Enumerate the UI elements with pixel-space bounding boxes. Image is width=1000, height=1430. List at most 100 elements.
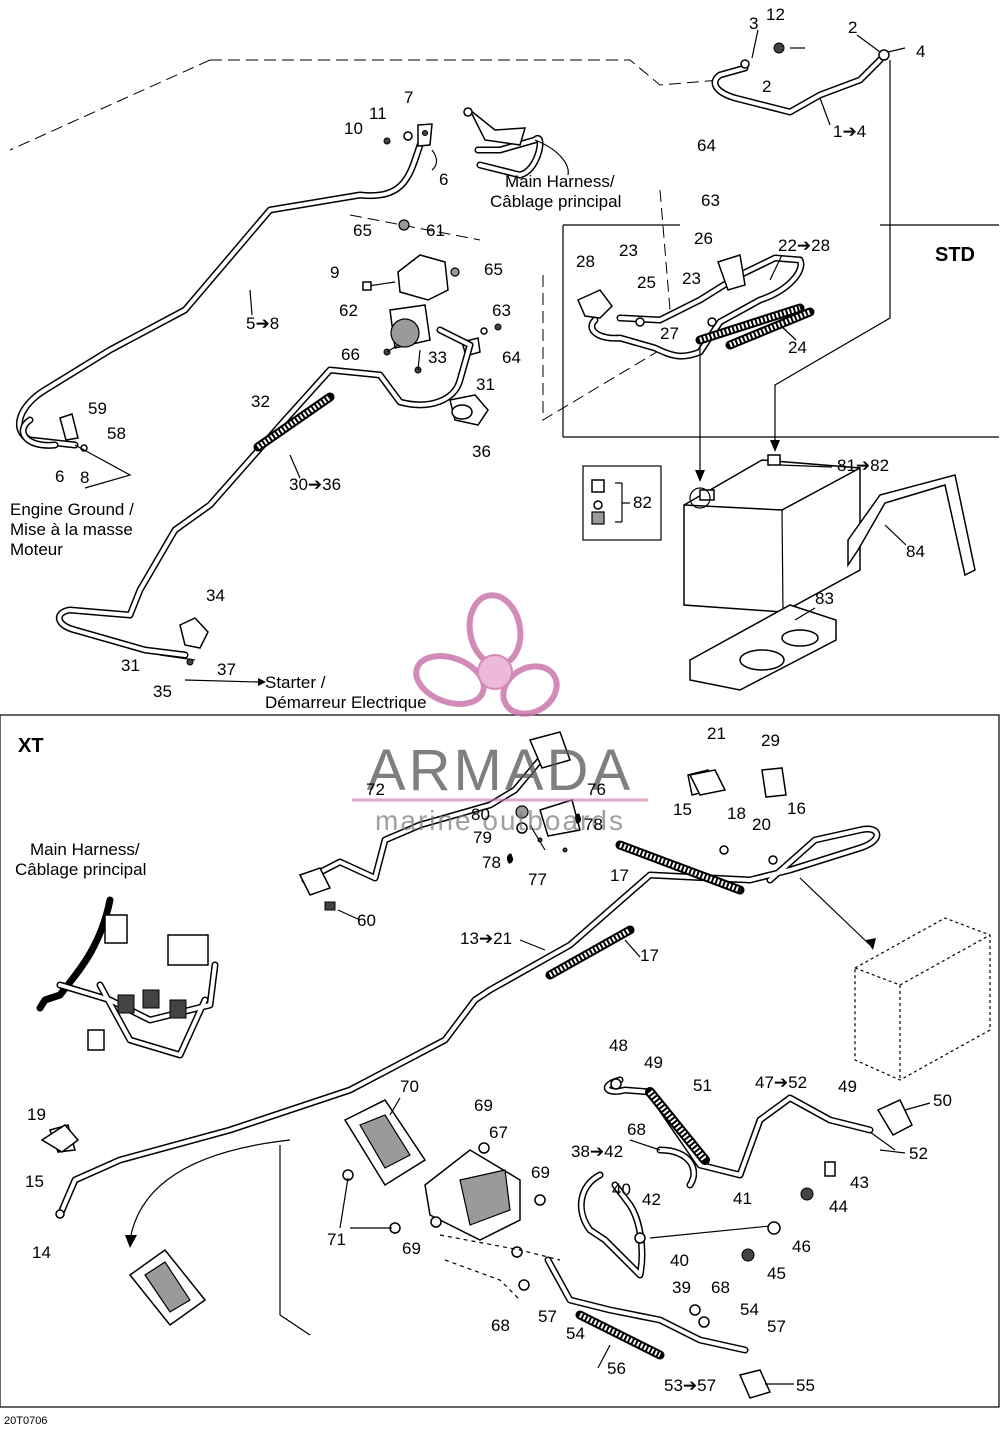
callout-label: 62 <box>339 301 358 320</box>
cable-47-52 <box>604 1076 913 1179</box>
callout-label: 8 <box>80 468 89 487</box>
callout-label: 51 <box>693 1076 712 1095</box>
callout-label: 50 <box>933 1091 952 1110</box>
frames <box>0 224 1000 1408</box>
battery <box>683 454 861 613</box>
terminal-7 <box>383 123 438 171</box>
leaders-top <box>9 59 721 311</box>
callout-label: 14 <box>32 1243 51 1262</box>
callout-label: 53➔57 <box>664 1376 716 1395</box>
ecu-70 <box>125 1099 427 1336</box>
xt-harness <box>36 896 219 1059</box>
watermark: ARMADA marine outboards <box>352 592 648 836</box>
callout-label: 82 <box>633 493 652 512</box>
callout-label: 23 <box>619 241 638 260</box>
callout-label: 45 <box>767 1264 786 1283</box>
callout-label: 76 <box>587 780 606 799</box>
callout-label: 52 <box>909 1144 928 1163</box>
callout-label: 83 <box>815 589 834 608</box>
xt-misc-parts <box>40 769 727 1219</box>
callout-label: 6 <box>439 170 448 189</box>
callout-label: 48 <box>609 1036 628 1055</box>
callout-label: 68 <box>491 1316 510 1335</box>
callout-label: 1➔4 <box>833 122 866 141</box>
propeller-logo <box>413 592 560 717</box>
doc-code: 20T0706 <box>4 1415 47 1427</box>
callout-label: 84 <box>906 542 925 561</box>
callout-label: 15 <box>673 800 692 819</box>
callout-label: 64 <box>697 136 716 155</box>
cable-1-4 <box>711 42 906 116</box>
callout-label: 59 <box>88 399 107 418</box>
callout-label: 69 <box>474 1096 493 1115</box>
xt-frame <box>0 714 1000 1408</box>
callout-label: 78 <box>584 815 603 834</box>
callout-label: 67 <box>489 1123 508 1142</box>
hardware-82 <box>582 465 662 541</box>
callout-label: 35 <box>153 682 172 701</box>
tray-83 <box>689 604 837 691</box>
callout-label: 57 <box>767 1317 786 1336</box>
callout-label: 61 <box>426 221 445 240</box>
hardware-43-46 <box>741 1161 836 1262</box>
callout-label: 3 <box>749 14 758 33</box>
callout-label: 65 <box>484 260 503 279</box>
callout-label: 13➔21 <box>460 929 512 948</box>
strap-84 <box>847 474 976 577</box>
note-engine-ground: Engine Ground / Mise à la masse Moteur <box>10 500 134 559</box>
section-std-label: STD <box>935 244 975 266</box>
callout-label: 24 <box>788 338 807 357</box>
callout-label: 68 <box>627 1120 646 1139</box>
callout-label: 68 <box>711 1278 730 1297</box>
callout-label: 49 <box>838 1077 857 1096</box>
callout-label: 32 <box>251 392 270 411</box>
section-xt-label: XT <box>18 735 44 757</box>
callout-label: 19 <box>27 1105 46 1124</box>
callout-label: 9 <box>330 263 339 282</box>
callout-label: 4 <box>916 42 925 61</box>
callout-label: 79 <box>473 828 492 847</box>
callout-label: 78 <box>482 853 501 872</box>
callout-label: 43 <box>850 1173 869 1192</box>
callout-label: 54 <box>566 1324 585 1343</box>
relay-assembly <box>362 219 502 374</box>
boots <box>179 394 489 649</box>
callout-label: 54 <box>740 1300 759 1319</box>
callout-label: 69 <box>531 1163 550 1182</box>
callout-label: 40 <box>670 1251 689 1270</box>
callout-label: 11 <box>369 104 387 123</box>
callout-label: 37 <box>217 660 236 679</box>
callout-label: 31 <box>476 375 495 394</box>
callout-label: 28 <box>576 252 595 271</box>
callout-label: 2 <box>848 18 857 37</box>
note-line: Câblage principal <box>490 192 621 211</box>
main-harness-top <box>463 107 569 179</box>
note-line: Démarreur Electrique <box>265 693 427 712</box>
callout-label: 7 <box>404 88 413 107</box>
callout-label: 81➔82 <box>837 456 889 475</box>
cable-53-57 <box>518 1256 772 1399</box>
callout-label: 63 <box>701 191 720 210</box>
callout-label: 46 <box>792 1237 811 1256</box>
callout-label: 17 <box>640 946 659 965</box>
callout-label: 29 <box>761 731 780 750</box>
xt-battery <box>799 877 991 1081</box>
ground-terminals <box>59 413 266 686</box>
callout-label: 33 <box>428 348 447 367</box>
callout-label: 42 <box>642 1190 661 1209</box>
note-line: Main Harness/ <box>505 172 615 191</box>
callout-label: 30➔36 <box>289 475 341 494</box>
callout-label: 69 <box>402 1239 421 1258</box>
note-line: Câblage principal <box>15 860 146 879</box>
watermark-brand: ARMADA <box>367 738 633 803</box>
callout-label: 41 <box>733 1189 752 1208</box>
note-main-harness-top: Main Harness/ Câblage principal <box>490 172 621 211</box>
callout-label: 27 <box>660 324 679 343</box>
callout-label: 15 <box>25 1172 44 1191</box>
callout-label: 80 <box>471 805 490 824</box>
callout-label: 5➔8 <box>246 314 279 333</box>
callout-label: 34 <box>206 586 225 605</box>
callout-label: 36 <box>472 442 491 461</box>
callout-label: 39 <box>672 1278 691 1297</box>
note-line: Main Harness/ <box>30 840 140 859</box>
